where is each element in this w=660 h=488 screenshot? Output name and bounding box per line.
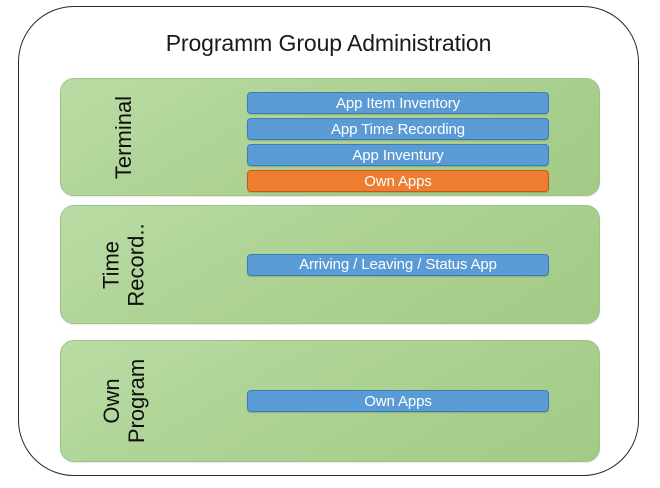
group-label-line: Terminal — [111, 95, 137, 179]
page-title: Programm Group Administration — [165, 30, 492, 56]
app-bar-arriving-leaving-status-app[interactable]: Arriving / Leaving / Status App — [247, 253, 549, 276]
group-label-line: Record.. — [124, 222, 149, 307]
app-bar-own-apps-own-program[interactable]: Own Apps — [247, 390, 549, 412]
app-bar-own-apps-terminal[interactable]: Own Apps — [247, 170, 549, 192]
group-panel-terminal[interactable]: Terminal App Item Inventory App Time Rec… — [60, 78, 600, 196]
bars-area-own-program: Own Apps — [247, 341, 549, 461]
app-bar-app-item-inventory[interactable]: App Item Inventory — [247, 92, 549, 114]
app-bar-label: Own Apps — [364, 392, 432, 410]
app-bar-label: Own Apps — [364, 172, 432, 190]
bars-area-terminal: App Item Inventory App Time Recording Ap… — [247, 79, 549, 195]
app-bar-label: App Time Recording — [330, 120, 466, 138]
group-label-line: Own — [98, 378, 124, 424]
app-bar-label: App Inventury — [352, 146, 444, 164]
app-bar-label: Arriving / Leaving / Status App — [299, 256, 497, 273]
group-panel-time-recording[interactable]: Time Record.. Arriving / Leaving / Statu… — [60, 205, 600, 324]
group-label-terminal: Terminal — [61, 79, 187, 195]
app-bar-app-inventury[interactable]: App Inventury — [247, 144, 549, 166]
group-label-own-program: Own Program — [61, 341, 187, 461]
group-label-line: Program — [123, 358, 149, 444]
app-bar-app-time-recording[interactable]: App Time Recording — [247, 118, 549, 140]
group-label-time-recording: Time Record.. — [61, 206, 187, 323]
group-panel-own-program[interactable]: Own Program Own Apps — [60, 340, 600, 462]
bars-area-time-recording: Arriving / Leaving / Status App — [247, 206, 549, 323]
app-bar-label: App Item Inventory — [335, 94, 461, 112]
group-label-line: Time — [99, 240, 124, 289]
